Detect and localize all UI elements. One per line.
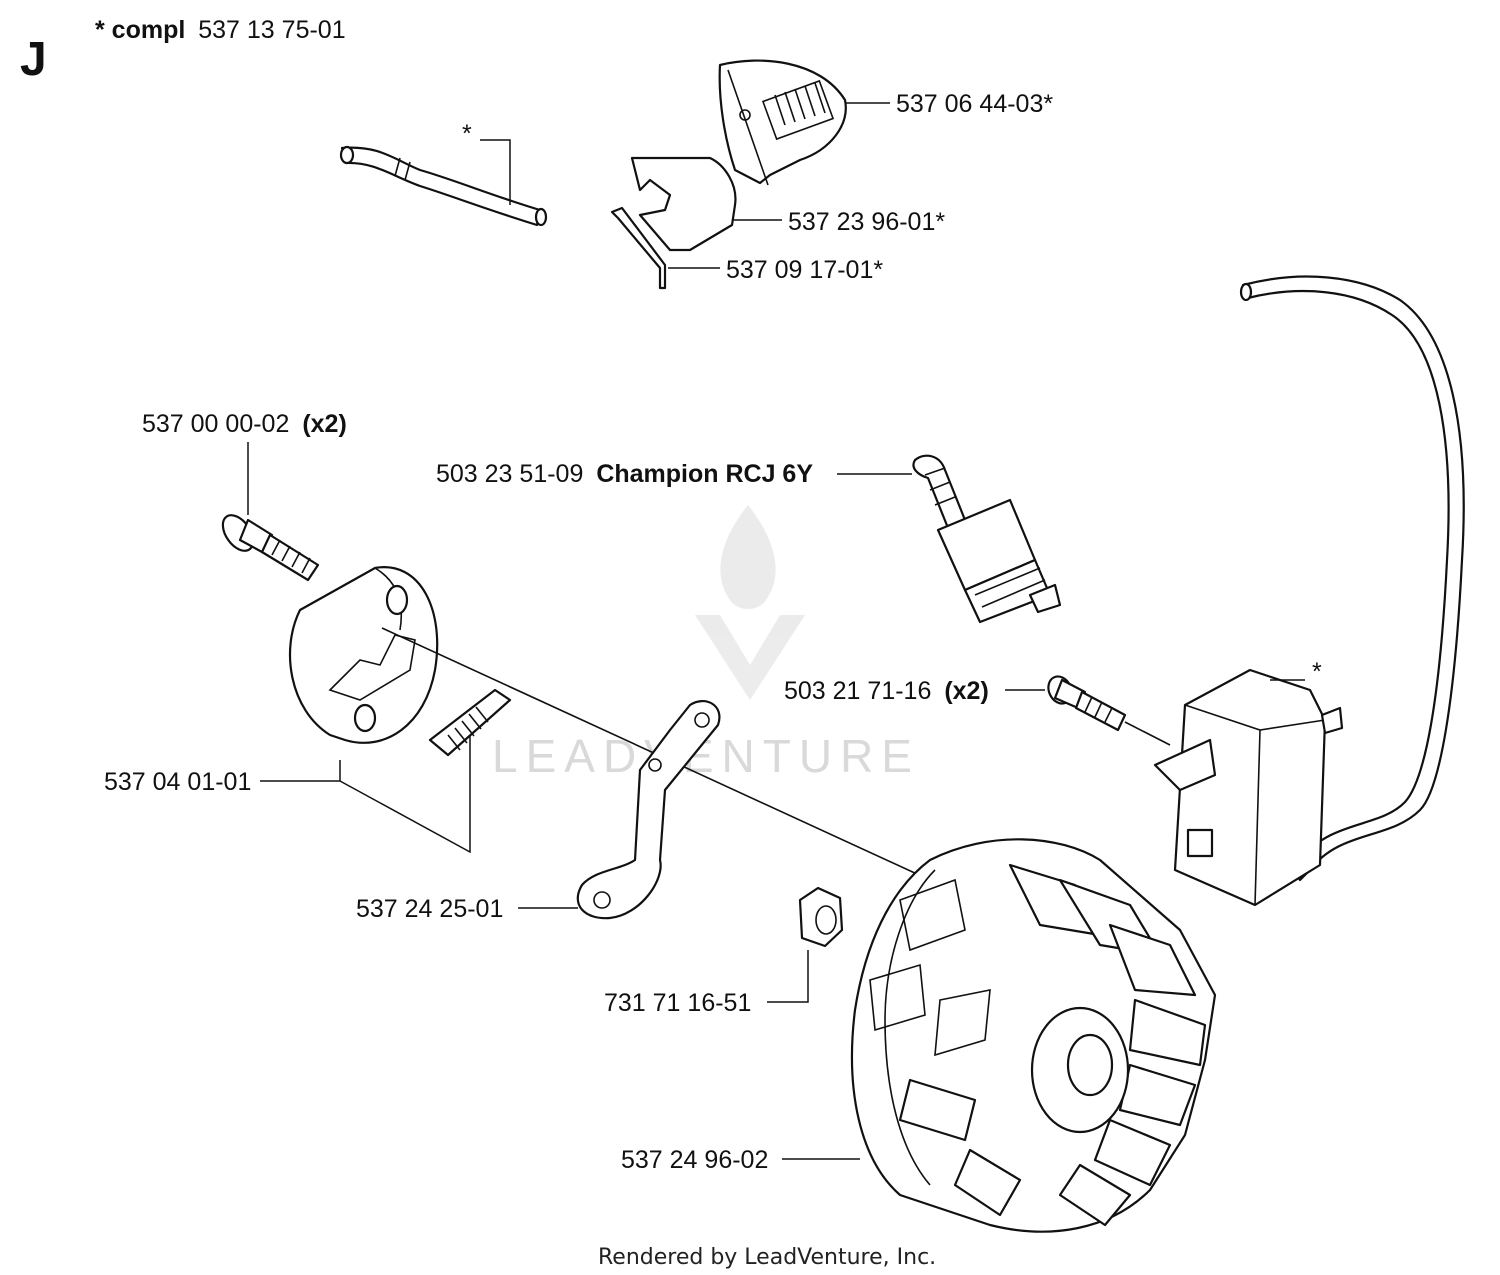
label-spark-plug-model: Champion RCJ 6Y: [596, 460, 813, 488]
nut-part[interactable]: [798, 886, 844, 948]
label-asterisk-tube: *: [462, 120, 472, 148]
ignition-module-part[interactable]: [1153, 668, 1344, 907]
screw-top-part[interactable]: [217, 510, 320, 582]
flywheel-part[interactable]: [850, 838, 1217, 1233]
label-ignition-screw-number: 503 21 71-16: [784, 677, 931, 705]
label-wire-clip: 537 09 17-01*: [726, 256, 883, 284]
label-clutch-hub: 537 04 01-01: [104, 768, 251, 796]
footer-credit: Rendered by LeadVenture, Inc.: [598, 1245, 936, 1270]
leader-asterisk-tube: [480, 139, 511, 205]
label-cover: 537 06 44-03*: [896, 90, 1053, 118]
ignition-screw-axis: [1124, 721, 1171, 746]
label-screw-top: 537 00 00-02 (x2): [142, 410, 347, 438]
label-screw-top-qty: (x2): [302, 410, 346, 438]
spring-part[interactable]: [428, 688, 512, 757]
label-spark-plug-number: 503 23 51-09: [436, 460, 583, 488]
label-link-arm: 537 24 25-01: [356, 895, 503, 923]
leader-clutch-hub: [260, 720, 471, 854]
compl-label: * compl 537 13 75-01: [95, 16, 346, 44]
leader-nut: [767, 950, 809, 1003]
label-screw-top-number: 537 00 00-02: [142, 410, 289, 438]
shield-part[interactable]: [630, 156, 737, 252]
label-spark-plug: 503 23 51-09 Champion RCJ 6Y: [436, 460, 813, 488]
label-flywheel: 537 24 96-02: [621, 1146, 768, 1174]
cover-part[interactable]: [718, 59, 847, 186]
spark-plug-part[interactable]: [912, 454, 1062, 624]
label-shield: 537 23 96-01*: [788, 208, 945, 236]
hose-part[interactable]: [339, 145, 548, 227]
section-letter: J: [20, 33, 47, 86]
link-arm-part[interactable]: [576, 699, 721, 920]
label-nut: 731 71 16-51: [604, 989, 751, 1017]
clutch-hub-part[interactable]: [288, 566, 439, 744]
ignition-lead-wire-end: [1239, 282, 1253, 302]
label-ignition-screw: 503 21 71-16 (x2): [784, 677, 989, 705]
watermark-logo: [695, 505, 805, 700]
ignition-screw-part[interactable]: [1044, 673, 1127, 732]
label-ignition-module: *: [1312, 658, 1322, 686]
label-ignition-screw-qty: (x2): [944, 677, 988, 705]
compl-number: 537 13 75-01: [198, 16, 345, 44]
compl-prefix: * compl: [95, 16, 185, 44]
wire-clip-part[interactable]: [610, 206, 667, 290]
